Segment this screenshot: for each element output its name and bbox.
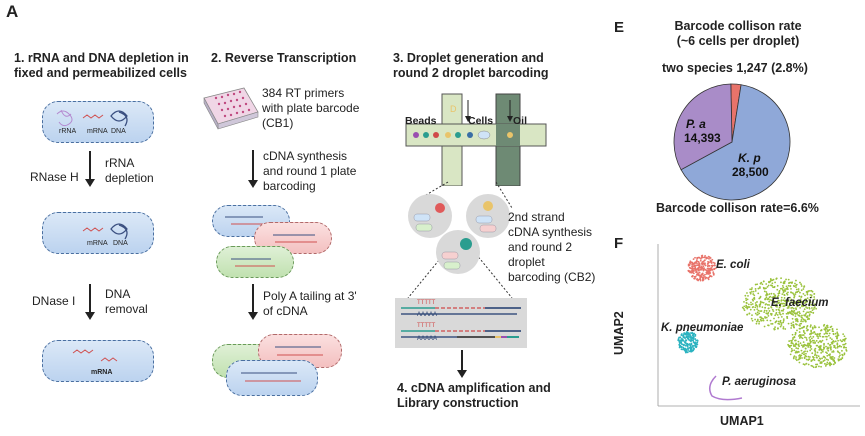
cdna-text-line2: and round 1 plate xyxy=(263,164,357,178)
second-strand-text: 2nd strand cDNA synthesis and round 2 dr… xyxy=(508,210,595,285)
cell-step2-green-strands-icon xyxy=(231,258,275,267)
pie-footer: Barcode collison rate=6.6% xyxy=(656,201,819,215)
pie-slice-pa xyxy=(673,83,733,171)
cell2-label-mrna: mRNA xyxy=(87,240,108,247)
pie-label-pa-value: 14,393 xyxy=(684,131,721,145)
panel-letter-a: A xyxy=(6,2,19,21)
second-strand-line5: barcoding (CB2) xyxy=(508,270,596,284)
pie-label-kp-name: K. p xyxy=(738,151,761,165)
cell3-contents-icon xyxy=(72,349,118,362)
step4-title: 4. cDNA amplification and Library constr… xyxy=(397,381,551,411)
arrow-amplification xyxy=(457,350,467,378)
pie-title-line2: (~6 cells per droplet) xyxy=(676,34,800,48)
cdna-text: cDNA synthesis and round 1 plate barcodi… xyxy=(263,149,356,194)
cell-step1-rrna-depleted: mRNA DNA xyxy=(42,212,154,254)
cell3-label-mrna: mRNA xyxy=(91,369,113,376)
pie-title: Barcode collison rate (~6 cells per drop… xyxy=(668,19,808,49)
step4-title-line1: 4. cDNA amplification and xyxy=(397,381,551,395)
arrow-dnase xyxy=(85,284,95,320)
pie-chart xyxy=(673,83,791,201)
cell1-label-rrna: rRNA xyxy=(59,128,77,135)
droplets-icon xyxy=(408,194,510,274)
dnase-desc: DNA removal xyxy=(105,287,148,317)
umap-plot xyxy=(657,244,860,407)
step3-title: 3. Droplet generation and round 2 drople… xyxy=(393,51,549,81)
cell-step2-polya-blue-strands-icon xyxy=(241,372,301,382)
cluster-label-ecoli: E. coli xyxy=(716,259,750,271)
pie-title-line1: Barcode collison rate xyxy=(674,19,802,33)
plate-text-line2: with plate barcode xyxy=(262,101,360,115)
second-strand-line2: cDNA synthesis xyxy=(508,225,593,239)
cell2-label-dna: DNA xyxy=(113,240,128,247)
cell1-label-dna: DNA xyxy=(111,128,126,135)
rnase-desc-line2: depletion xyxy=(105,171,154,185)
plate-text: 384 RT primers with plate barcode (CB1) xyxy=(262,86,359,131)
cell-step2-polya-pink-strands-icon xyxy=(275,346,323,356)
arrow-rnase xyxy=(85,151,95,187)
cells-label: Cells xyxy=(468,115,494,127)
step4-title-line2: Library construction xyxy=(397,396,519,410)
polya-text-line1: Poly A tailing at 3' xyxy=(263,289,357,303)
second-strand-line1: 2nd strand xyxy=(508,210,565,224)
cdna-text-line3: barcoding xyxy=(263,179,316,193)
pie-label-pa-name: P. a xyxy=(686,117,706,131)
cluster-label-efaecium: E. faecium xyxy=(771,297,829,309)
polya-text-line2: of cDNA xyxy=(263,304,308,318)
beads-label: Beads xyxy=(405,115,437,127)
rnase-desc-line1: rRNA xyxy=(105,156,135,170)
step1-title-line1: 1. rRNA and DNA depletion in xyxy=(14,51,189,65)
cell-step2-pink-strands-icon xyxy=(273,234,317,243)
cluster-efaecium-lower xyxy=(787,323,848,369)
umap-xlabel: UMAP1 xyxy=(720,414,764,428)
umap-ylabel: UMAP2 xyxy=(612,311,626,355)
cluster-label-kpneumoniae: K. pneumoniae xyxy=(661,322,744,334)
cluster-efaecium-upper xyxy=(741,277,819,331)
cell-step2-polya-blue xyxy=(226,360,318,396)
second-strand-line4: droplet xyxy=(508,255,545,269)
arrow-polya xyxy=(248,284,258,320)
plate-text-line3: (CB1) xyxy=(262,116,294,130)
svg-text:D: D xyxy=(450,104,457,114)
pie-label-kp-value: 28,500 xyxy=(732,165,769,179)
step3-title-line1: 3. Droplet generation and xyxy=(393,51,544,65)
arrow-cdna xyxy=(248,150,258,188)
oil-label: Oil xyxy=(513,115,528,127)
seq-label-3: TTTTT xyxy=(417,323,436,329)
cell-step1-final: mRNA xyxy=(42,340,154,382)
seq-label-4: AAAAA xyxy=(417,336,438,342)
cluster-paeruginosa xyxy=(709,375,743,401)
dnase-desc-line1: DNA xyxy=(105,287,131,301)
second-strand-line3: and round 2 xyxy=(508,240,573,254)
cluster-kpneumoniae xyxy=(677,330,699,354)
step1-title: 1. rRNA and DNA depletion in fixed and p… xyxy=(14,51,189,81)
step1-title-line2: fixed and permeabilized cells xyxy=(14,66,187,80)
cell2-contents-icon xyxy=(82,223,128,240)
pie-slice-kp xyxy=(680,84,791,201)
plate-icon xyxy=(203,87,259,130)
pie-two-species-label: two species 1,247 (2.8%) xyxy=(662,61,808,75)
cluster-label-paeruginosa: P. aeruginosa xyxy=(722,376,796,388)
panel-letter-f: F xyxy=(614,235,624,252)
cluster-ecoli xyxy=(687,254,717,282)
rnase-desc: rRNA depletion xyxy=(105,156,154,186)
cell-step1-initial: rRNA mRNA DNA xyxy=(42,101,154,143)
plate-text-line1: 384 RT primers xyxy=(262,86,345,100)
seq-label-1: TTTTT xyxy=(417,300,436,306)
sequence-box: TTTTT AAAAA TTTTT AAAAA xyxy=(395,298,527,348)
seq-label-2: AAAAA xyxy=(417,312,438,318)
polya-text: Poly A tailing at 3' of cDNA xyxy=(263,289,357,319)
cell-step2-green xyxy=(216,246,294,278)
step3-title-line2: round 2 droplet barcoding xyxy=(393,66,549,80)
sequence-strands-icon xyxy=(401,307,521,338)
microfluidic-chip-icon: D xyxy=(405,93,547,186)
step2-title: 2. Reverse Transcription xyxy=(211,51,357,65)
panel-letter-e: E xyxy=(614,19,625,36)
cell1-label-mrna: mRNA xyxy=(87,128,108,135)
cdna-text-line1: cDNA synthesis xyxy=(263,149,348,163)
dnase-desc-line2: removal xyxy=(105,302,148,316)
rnase-label: RNase H xyxy=(30,170,79,184)
dnase-label: DNase I xyxy=(32,294,76,308)
cell1-contents-icon xyxy=(56,109,128,127)
